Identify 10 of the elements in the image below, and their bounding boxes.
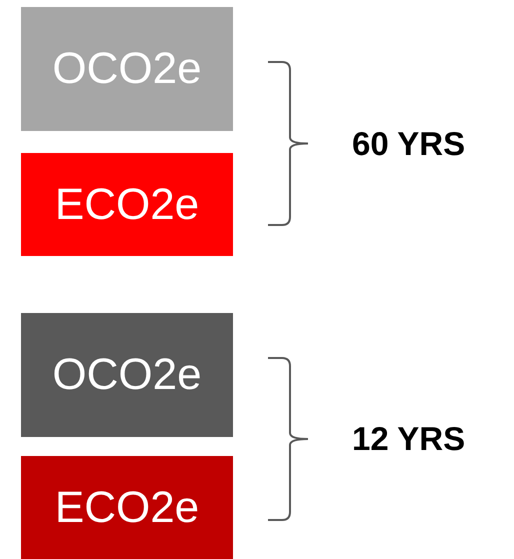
block-label: ECO2e: [54, 482, 200, 532]
color-block: [21, 7, 233, 131]
color-block: [21, 153, 233, 256]
block-label: OCO2e: [52, 350, 202, 400]
color-block: [21, 313, 233, 437]
block-label: ECO2e: [54, 180, 200, 230]
duration-label: 12 YRS: [352, 420, 466, 458]
block-label: OCO2e: [52, 44, 202, 94]
duration-label: 60 YRS: [352, 125, 466, 163]
color-block: [21, 456, 233, 559]
